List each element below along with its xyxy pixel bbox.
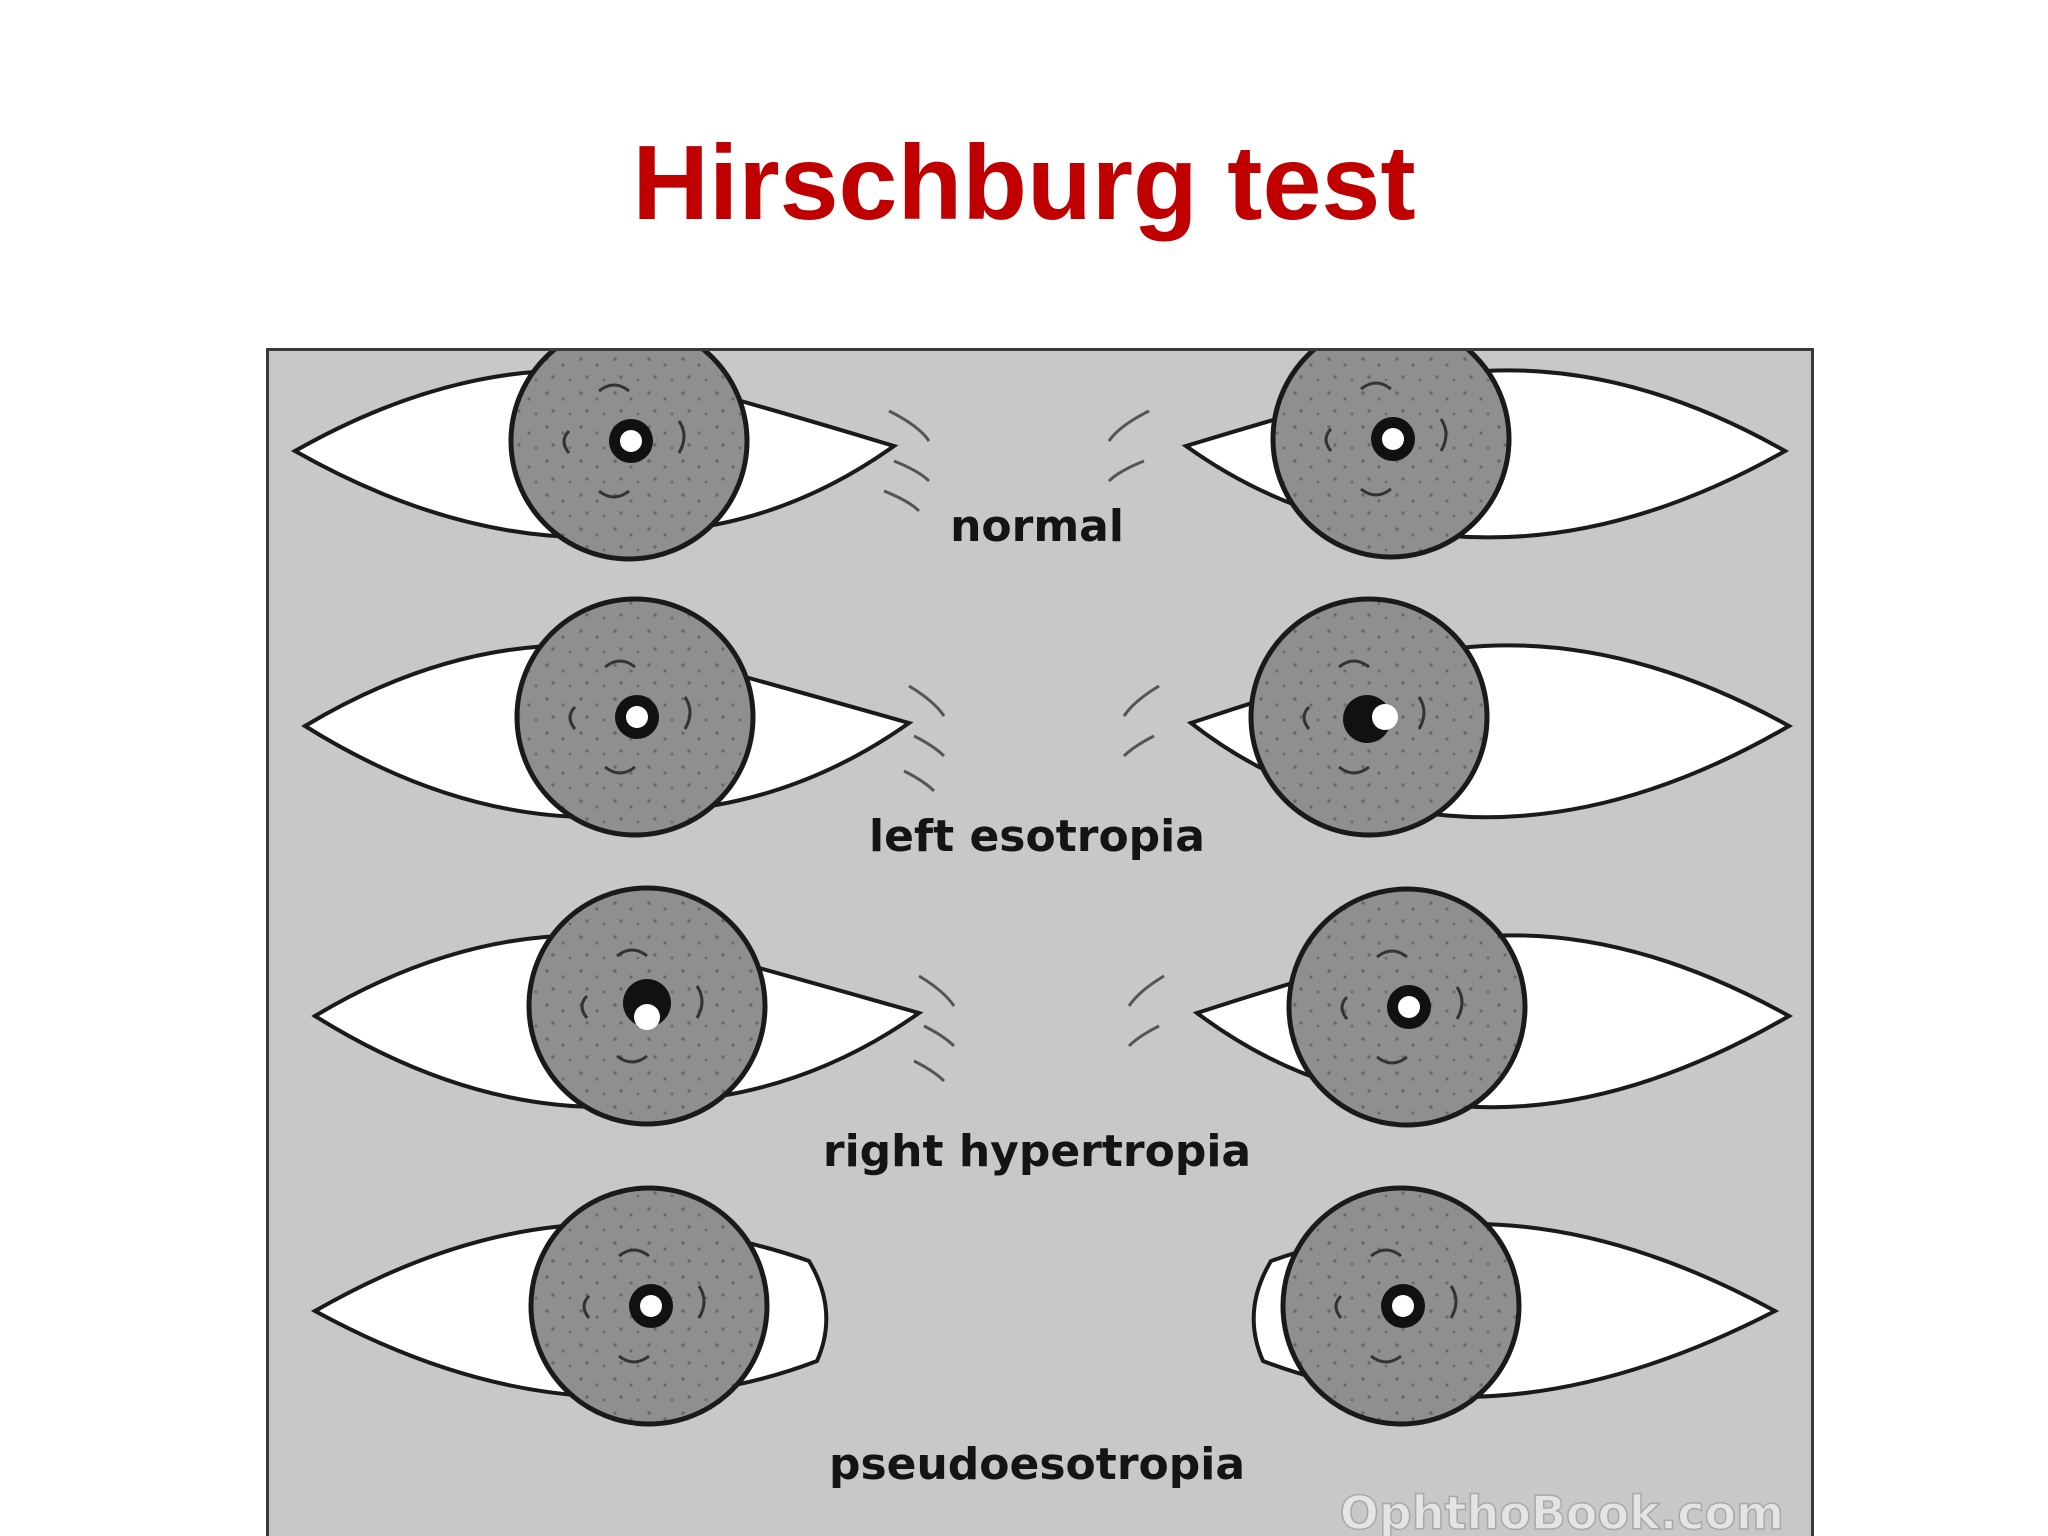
row-normal: normal <box>290 351 1790 562</box>
light-reflex-icon <box>620 430 642 452</box>
eye-left <box>1192 886 1794 1128</box>
light-reflex-icon <box>634 1004 660 1030</box>
light-reflex-icon <box>626 706 648 728</box>
eye-left <box>1181 351 1790 560</box>
slide-title: Hirschburg test <box>632 124 1416 242</box>
watermark: OphthoBook.com <box>1340 1486 1784 1536</box>
eyes-illustration: normal left esotropia <box>290 351 1794 1536</box>
eye-right <box>310 1185 829 1427</box>
row-right-hypertropia: right hypertropia <box>311 885 1794 1177</box>
light-reflex-icon <box>1382 428 1404 450</box>
eye-right <box>311 885 924 1127</box>
eye-right <box>290 351 899 562</box>
light-reflex-icon <box>1372 704 1398 730</box>
eye-right <box>301 596 914 838</box>
eye-left <box>1251 1185 1780 1427</box>
row-label: normal <box>950 501 1124 552</box>
row-label: right hypertropia <box>823 1126 1251 1177</box>
eye-left <box>1186 596 1794 838</box>
row-label: pseudoesotropia <box>829 1439 1245 1490</box>
light-reflex-icon <box>1392 1295 1414 1317</box>
light-reflex-icon <box>640 1295 662 1317</box>
row-pseudoesotropia: pseudoesotropia <box>310 1185 1780 1490</box>
row-left-esotropia: left esotropia <box>301 596 1794 862</box>
light-reflex-icon <box>1398 996 1420 1018</box>
row-label: left esotropia <box>869 811 1205 862</box>
hirschberg-figure: normal left esotropia <box>266 348 1814 1536</box>
